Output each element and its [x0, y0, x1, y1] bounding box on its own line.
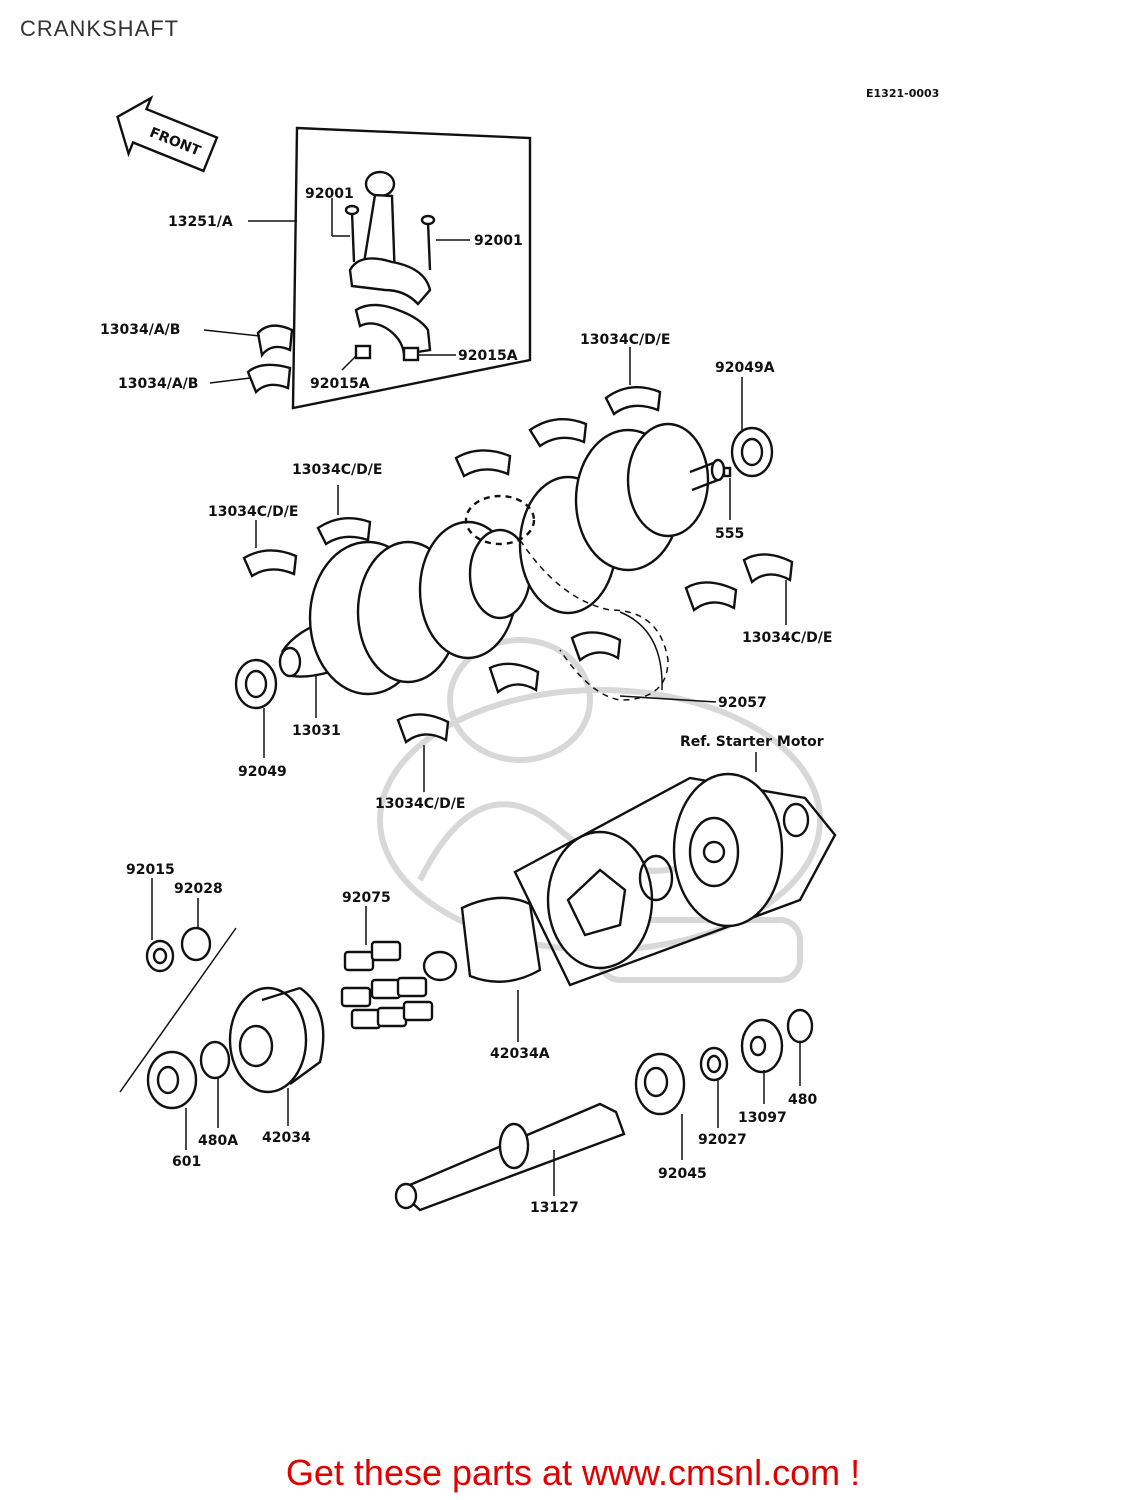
part-label: 555 — [715, 526, 744, 542]
exploded-parts-diagram: E1321-0003 FRONT — [100, 87, 939, 1216]
output-shaft-parts — [634, 1008, 814, 1116]
front-label: FRONT — [147, 125, 203, 160]
part-label: 92075 — [342, 890, 391, 906]
part-label: 92027 — [698, 1132, 747, 1148]
part-label: 13034C/D/E — [375, 796, 465, 812]
rod-nut — [354, 344, 420, 362]
part-label: 42034 — [262, 1130, 311, 1146]
woodruff-key — [722, 466, 732, 478]
part-label: 92049 — [238, 764, 287, 780]
part-label: 92001 — [305, 186, 354, 202]
secondary-shaft-bearing — [146, 986, 325, 1110]
part-label: 92015 — [126, 862, 175, 878]
clutch-roller — [340, 940, 434, 1030]
part-label: 92057 — [718, 695, 767, 711]
cam-chain — [519, 539, 669, 701]
part-label: 13034C/D/E — [292, 462, 382, 478]
bearing-shell — [246, 324, 294, 395]
oil-seal — [234, 426, 774, 710]
part-label: 92045 — [658, 1166, 707, 1182]
rod-bolt — [344, 204, 436, 271]
starter-clutch-assembly — [513, 772, 837, 987]
part-label: 42034A — [490, 1046, 550, 1062]
part-label: 13034C/D/E — [580, 332, 670, 348]
part-label: 601 — [172, 1154, 201, 1170]
part-label: Ref. Starter Motor — [680, 734, 824, 750]
part-label: 92049A — [715, 360, 775, 376]
crankshaft — [278, 422, 726, 696]
part-label: 13127 — [530, 1200, 579, 1216]
part-label: 92015A — [458, 348, 518, 364]
part-label: 13097 — [738, 1110, 787, 1126]
front-arrow-icon: FRONT — [116, 95, 219, 173]
part-label: 480 — [788, 1092, 817, 1108]
part-label: 13034/A/B — [118, 376, 198, 392]
callout-leaders — [151, 198, 801, 1196]
part-number-labels: 13251/A 92001 92001 13034/A/B 13034/A/B … — [100, 186, 832, 1216]
part-label: 92001 — [474, 233, 523, 249]
part-label: 13251/A — [168, 214, 233, 230]
part-label: 13034/A/B — [100, 322, 180, 338]
main-bearing-shell — [242, 386, 794, 744]
part-label: 92028 — [174, 881, 223, 897]
diagram-code: E1321-0003 — [866, 87, 939, 100]
connecting-rod-group — [291, 126, 532, 410]
connecting-rod — [348, 170, 432, 356]
part-label: 13031 — [292, 723, 341, 739]
nut-and-collar — [119, 926, 237, 1093]
starter-clutch-hub — [422, 896, 542, 983]
page-title: CRANKSHAFT — [20, 16, 180, 41]
cmsnl-link[interactable]: Get these parts at www.cmsnl.com ! — [285, 1452, 861, 1493]
part-label: 13034C/D/E — [208, 504, 298, 520]
secondary-shaft — [394, 1102, 626, 1212]
part-label: 92015A — [310, 376, 370, 392]
part-label: 13034C/D/E — [742, 630, 832, 646]
part-label: 480A — [198, 1133, 238, 1149]
